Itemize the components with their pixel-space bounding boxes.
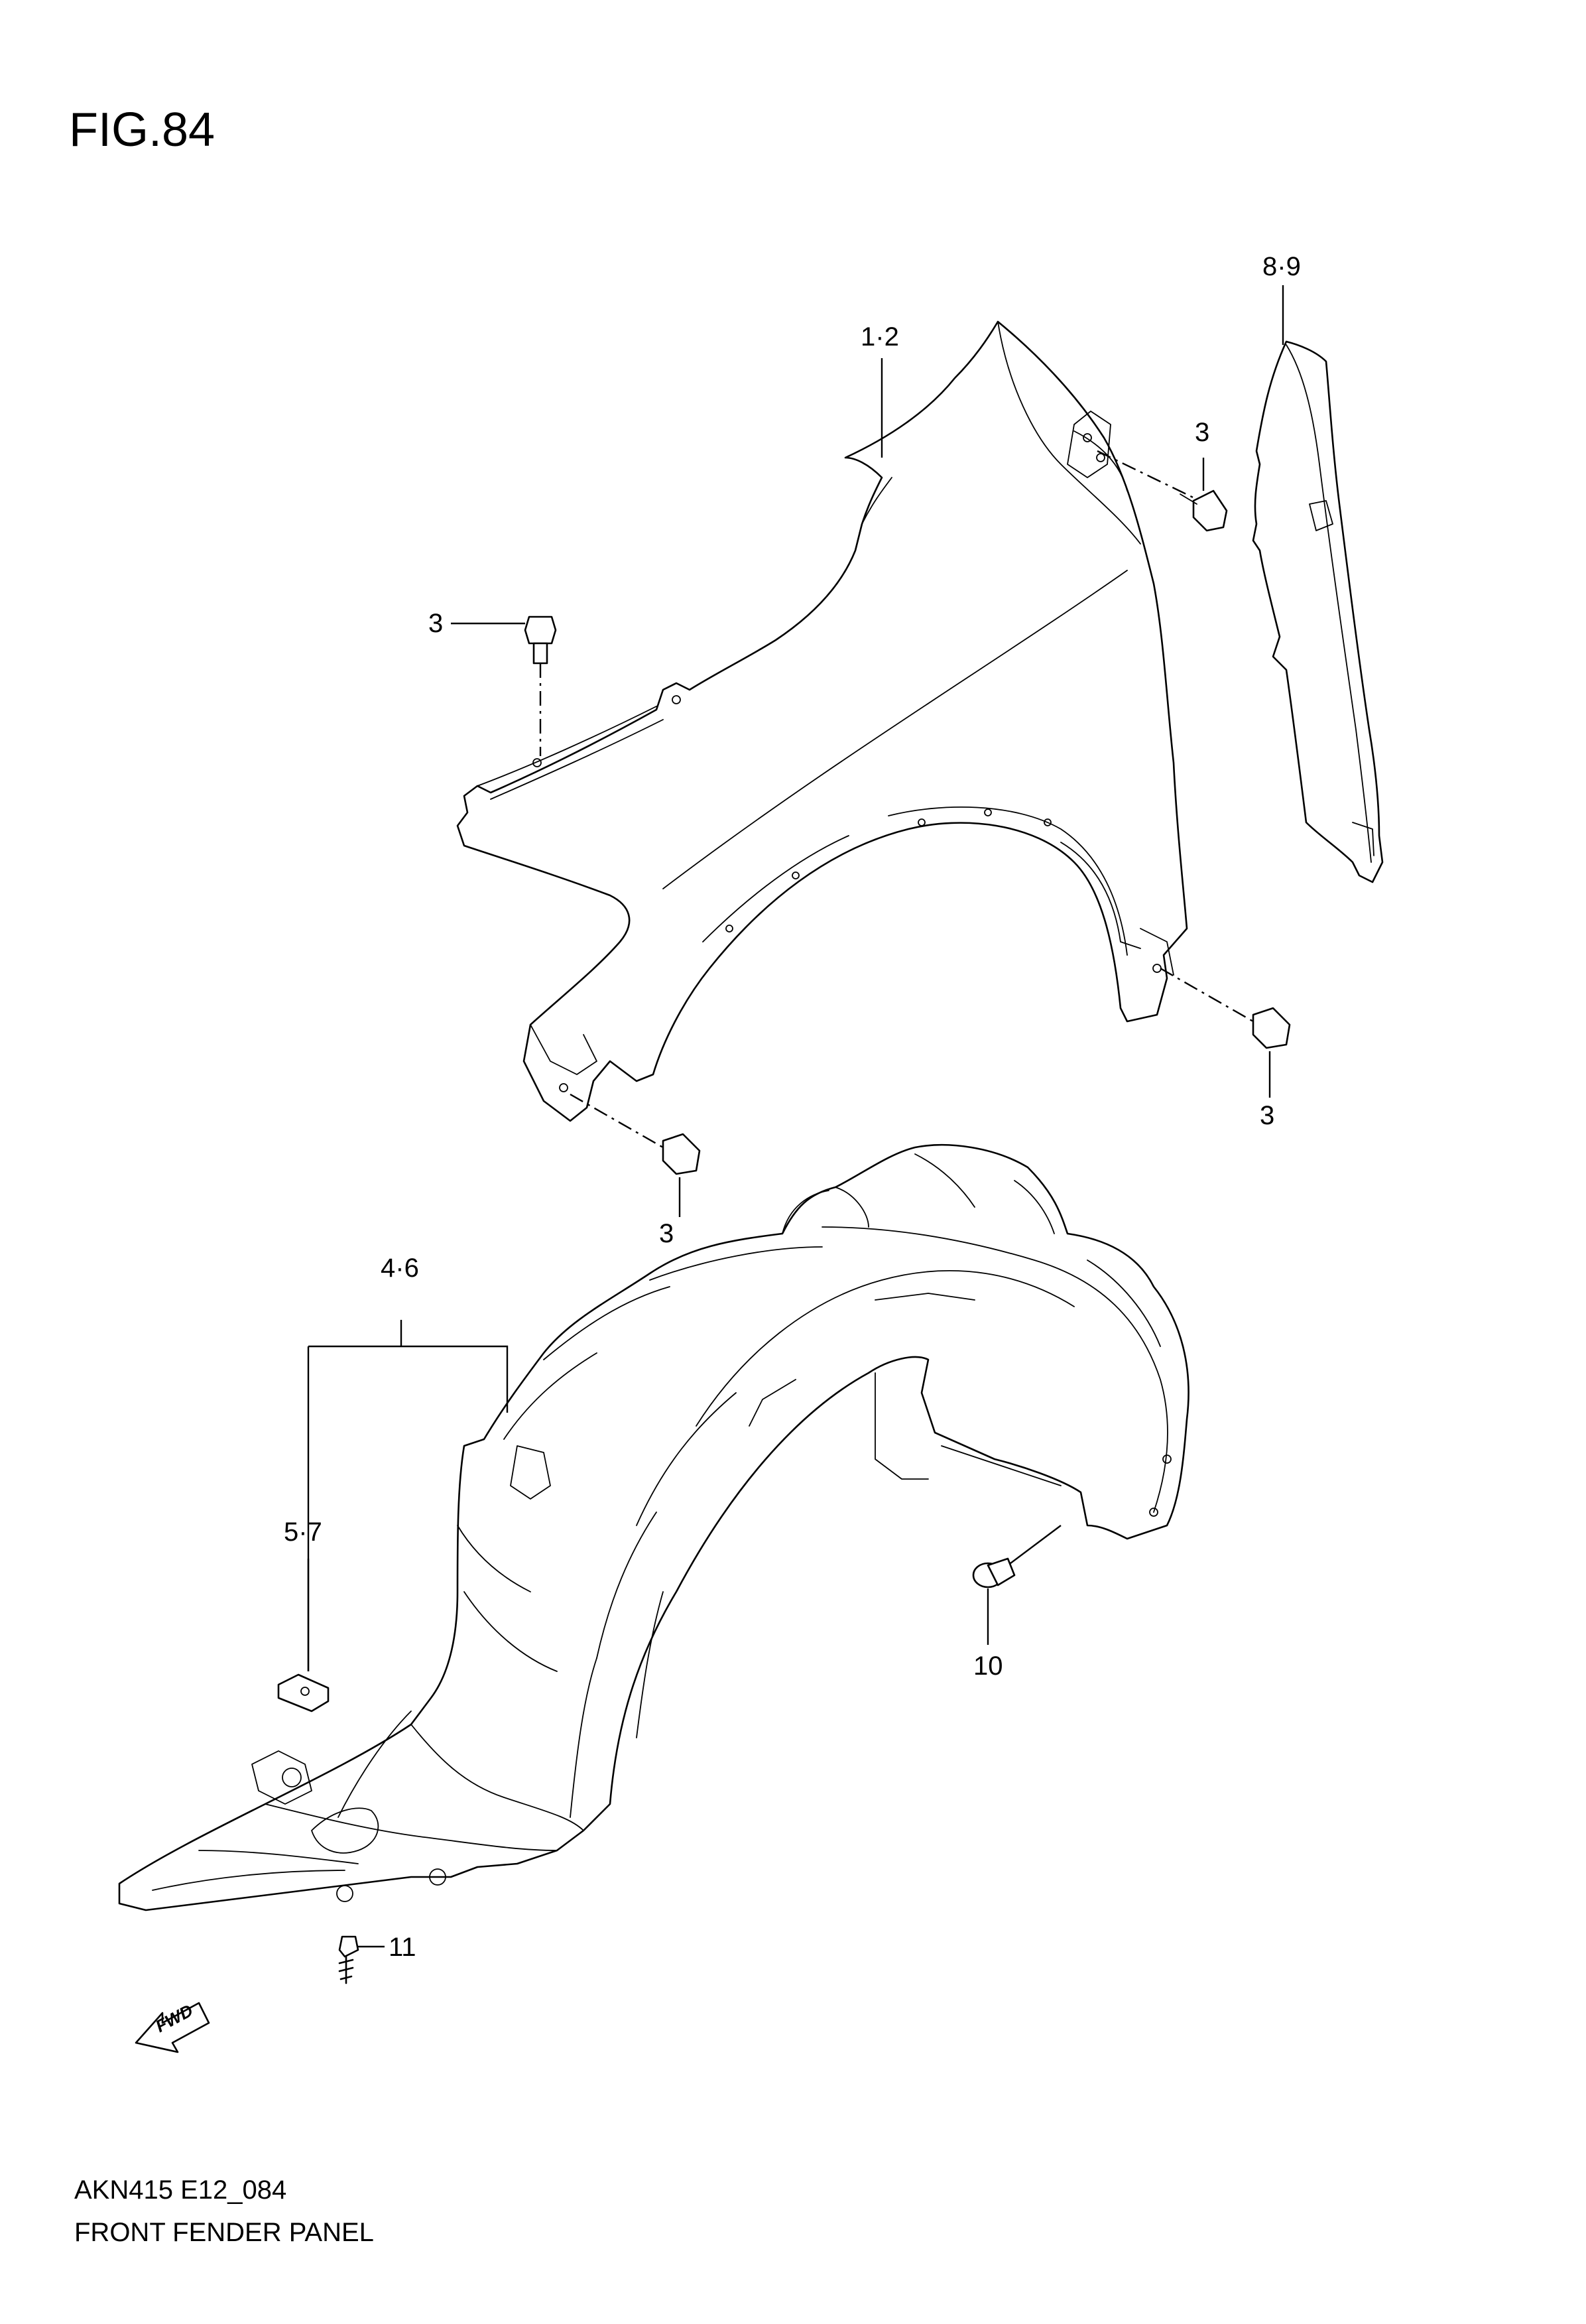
bolt-lower-left-icon	[570, 1093, 701, 1175]
callout-liner-group: 4·6	[381, 1254, 419, 1283]
leader-lines	[307, 285, 1284, 1948]
front-fender-liner	[118, 1144, 1190, 1911]
fender-extension-panel	[1252, 340, 1384, 883]
bolt-upper-left-icon	[524, 615, 557, 756]
bolt-lower-right-icon	[1160, 967, 1291, 1049]
callout-bolt-upper-right: 3	[1195, 418, 1210, 447]
figure-caption: FRONT FENDER PANEL	[74, 2218, 374, 2247]
callout-bolt-lower-left: 3	[659, 1219, 674, 1248]
nut-clip-icon	[277, 1673, 330, 1712]
callout-bolt-lower-right: 3	[1260, 1101, 1275, 1130]
callout-nut-clip: 5·7	[284, 1517, 322, 1547]
callout-bolt-upper-left: 3	[428, 609, 444, 638]
callout-liner-screw: 10	[973, 1651, 1003, 1681]
figure-title: FIG.84	[69, 103, 215, 157]
callout-extension: 8·9	[1262, 252, 1301, 281]
liner-clip-icon	[338, 1935, 359, 1984]
callout-liner-clip: 11	[389, 1933, 416, 1962]
callout-fender-panel: 1·2	[861, 322, 899, 352]
diagram-code: AKN415 E12_084	[74, 2175, 287, 2205]
bolt-upper-right-icon	[1097, 450, 1228, 532]
forward-arrow-icon	[135, 2002, 210, 2053]
liner-screw-icon	[972, 1525, 1062, 1588]
front-fender-panel	[456, 320, 1188, 1122]
